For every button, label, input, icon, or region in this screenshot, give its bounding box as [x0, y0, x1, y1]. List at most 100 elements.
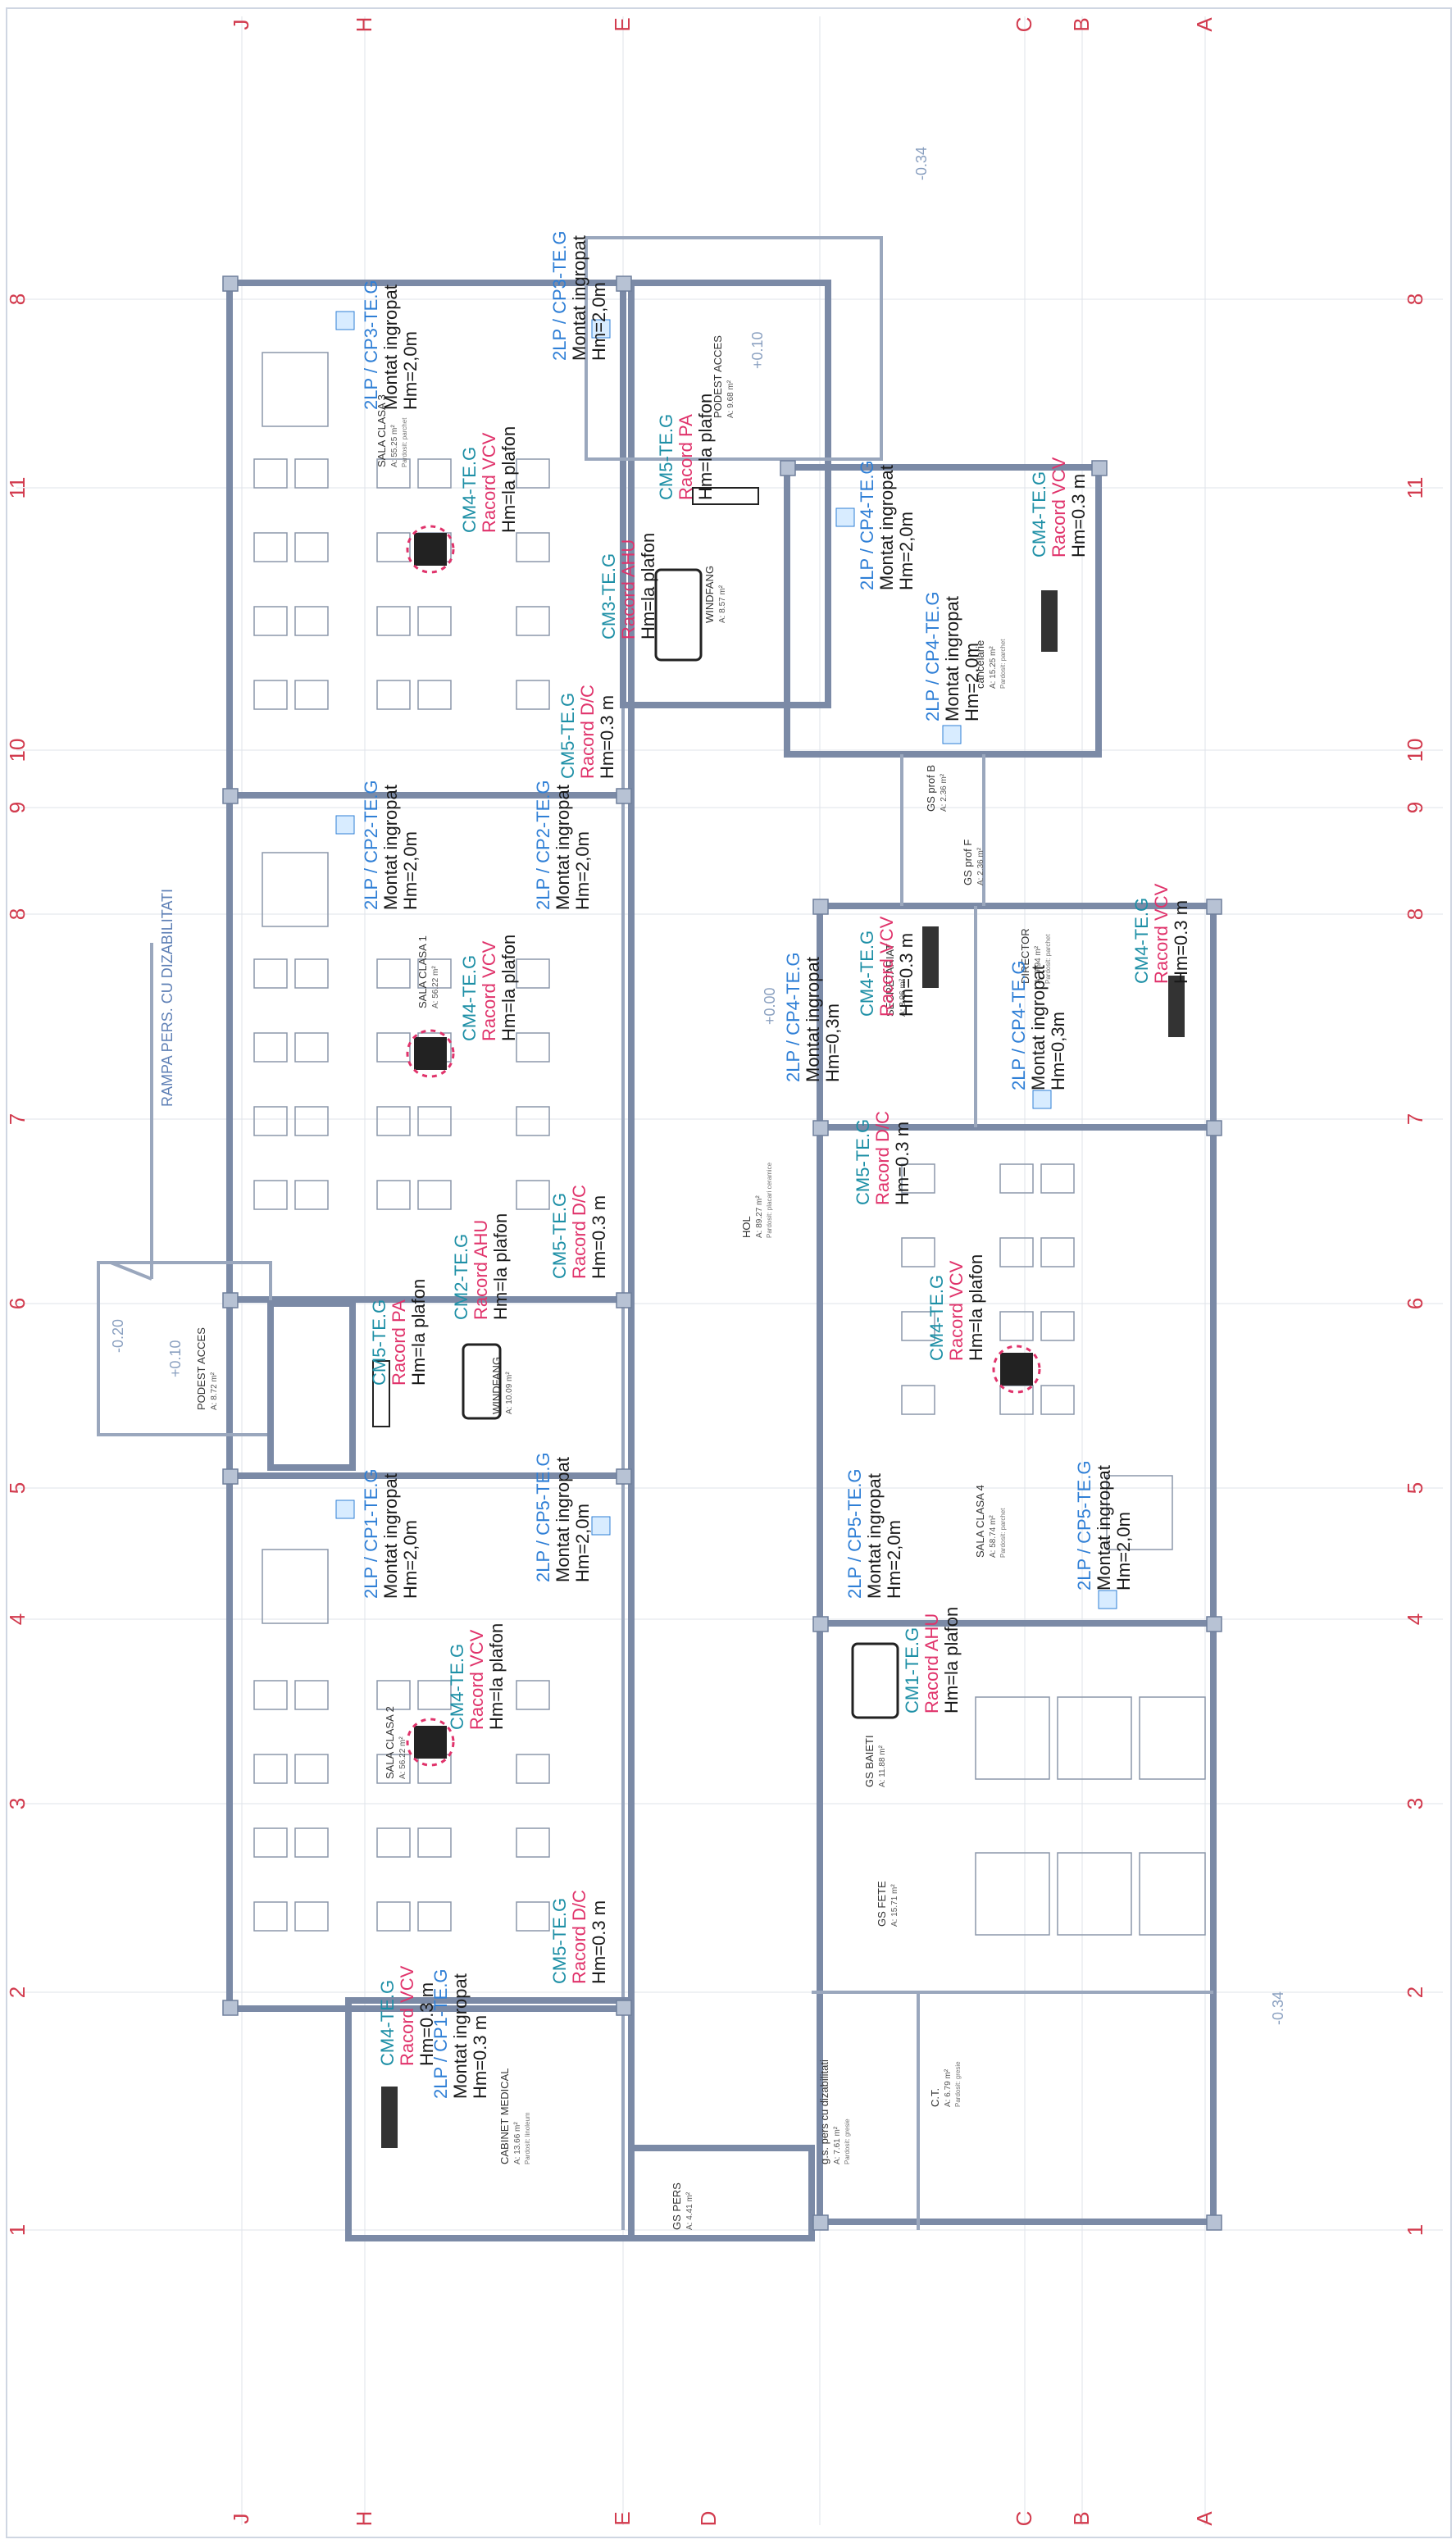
- grid-label-d-bottom: D: [696, 2511, 721, 2527]
- svg-text:CM5-TE.G: CM5-TE.G: [369, 1299, 389, 1386]
- grid-label-j-bottom: J: [229, 2514, 253, 2524]
- grid-label-h-top: H: [352, 17, 376, 33]
- grid-label-e-top: E: [610, 17, 635, 31]
- room-name: WINDFANG: [703, 566, 716, 623]
- grid-label-row-right: 9: [1403, 802, 1427, 813]
- svg-text:Hm=0.3 m: Hm=0.3 m: [589, 1900, 609, 1984]
- device-cp2b: 2LP / CP2-TE.G Montat ingropat Hm=2,0m: [533, 780, 593, 910]
- room-area: A: 55.25 m²: [390, 425, 399, 467]
- device-cm4-s4: CM4-TE.G Racord VCV Hm=la plafon: [926, 1254, 986, 1361]
- room-name: GS FETE: [876, 1881, 888, 1927]
- grid-label-c-bottom: C: [1012, 2511, 1036, 2527]
- device-cp1b: 2LP / CP1-TE.G Montat ingropat Hm=0.3 m: [430, 1968, 490, 2099]
- svg-text:Montat ingropat: Montat ingropat: [380, 1473, 401, 1599]
- svg-text:Hm=0.3 m: Hm=0.3 m: [597, 695, 617, 779]
- room-finish: Pardosit: gresie: [954, 2061, 962, 2107]
- svg-text:2LP / CP5-TE.G: 2LP / CP5-TE.G: [1074, 1460, 1094, 1591]
- vcv-wall-unit-icon: [381, 2087, 398, 2148]
- room-area: A: 2.36 m²: [940, 773, 949, 812]
- device-cm5-s3: CM5-TE.G Racord D/C Hm=0.3 m: [557, 685, 617, 779]
- room-area: A: 4.41 m²: [685, 2191, 694, 2230]
- vcv-wall-unit-icon: [922, 926, 939, 988]
- room-name: GS prof B: [925, 765, 937, 812]
- svg-text:Hm=2,0m: Hm=2,0m: [400, 331, 421, 410]
- grid-label-row-left: 8: [5, 908, 30, 920]
- svg-text:2LP / CP4-TE.G: 2LP / CP4-TE.G: [922, 591, 943, 721]
- room-name: CABINET MEDICAL: [498, 2068, 511, 2164]
- grid-column-labels: J H E C B A J H E D C B A: [229, 17, 1217, 2527]
- svg-text:Hm=2,0m: Hm=2,0m: [589, 282, 609, 361]
- svg-text:Racord VCV: Racord VCV: [946, 1260, 967, 1361]
- svg-text:2LP / CP3-TE.G: 2LP / CP3-TE.G: [361, 280, 381, 410]
- room-name: GS BAIETI: [863, 1735, 876, 1787]
- svg-text:CM4-TE.G: CM4-TE.G: [857, 931, 877, 1017]
- device-cp4d: 2LP / CP4-TE.G Montat ingropat Hm=0,3m: [1008, 960, 1068, 1090]
- grid-row-labels: 8 11 10 9 8 7 6 5 4 3 2 1 8 11 10 9 8 7 …: [5, 294, 1427, 2236]
- device-cm1: CM1-TE.G Racord AHU Hm=la plafon: [902, 1607, 962, 1713]
- svg-text:Hm=la plafon: Hm=la plafon: [498, 935, 519, 1041]
- svg-text:CM4-TE.G: CM4-TE.G: [459, 447, 480, 533]
- room-labels: SALA CLASA 3 A: 55.25 m² Pardosit: parch…: [195, 335, 1052, 2230]
- room-finish: Pardosit: linoleum: [524, 2112, 531, 2164]
- elevation-label: +0.10: [167, 1340, 184, 1377]
- device-cm3: CM3-TE.G Racord AHU Hm=la plafon: [598, 533, 658, 639]
- grid-label-row-left: 2: [5, 1987, 30, 1998]
- device-cm4-s2: CM4-TE.G Racord VCV Hm=la plafon: [447, 1623, 507, 1730]
- svg-text:Hm=2,0m: Hm=2,0m: [400, 831, 421, 910]
- svg-text:Hm=0.3 m: Hm=0.3 m: [892, 1122, 912, 1205]
- grid-label-row-right: 5: [1403, 1482, 1427, 1494]
- grid-label-row-left: 7: [5, 1113, 30, 1125]
- room-finish: Pardosit: parchet: [999, 1508, 1007, 1558]
- device-cm5-s1: CM5-TE.G Racord D/C Hm=0.3 m: [549, 1185, 609, 1279]
- svg-text:Hm=la plafon: Hm=la plafon: [490, 1213, 511, 1320]
- svg-text:2LP / CP2-TE.G: 2LP / CP2-TE.G: [361, 780, 381, 910]
- svg-text:CM5-TE.G: CM5-TE.G: [549, 1898, 570, 1984]
- room-name: SALA CLASA 1: [416, 935, 429, 1008]
- svg-text:Racord VCV: Racord VCV: [1151, 883, 1172, 984]
- room-area: A: 9.68 m²: [726, 380, 735, 418]
- svg-text:Hm=2,0m: Hm=2,0m: [572, 831, 593, 910]
- svg-text:Montat ingropat: Montat ingropat: [1028, 965, 1049, 1090]
- grid-label-row-left: 6: [5, 1298, 30, 1309]
- structural-columns: [222, 275, 1222, 2231]
- elevation-label: -0.34: [1270, 1991, 1286, 2025]
- device-cm4-sec: CM4-TE.G Racord VCV Hm=0.3 m: [857, 916, 917, 1017]
- grid-label-row-left: 1: [5, 2224, 30, 2236]
- svg-text:Hm=0.3 m: Hm=0.3 m: [1068, 474, 1089, 557]
- svg-text:CM5-TE.G: CM5-TE.G: [557, 693, 578, 779]
- svg-text:Hm=0,3m: Hm=0,3m: [822, 1003, 843, 1082]
- svg-text:Racord VCV: Racord VCV: [397, 1965, 417, 2066]
- room-area: A: 11.88 m²: [878, 1745, 887, 1787]
- svg-text:Hm=0.3 m: Hm=0.3 m: [896, 933, 917, 1017]
- vcv-cassette-icon: [992, 1345, 1041, 1394]
- room-finish: Pardosit: parchet: [999, 639, 1007, 689]
- room-name: HOL: [740, 1216, 753, 1238]
- svg-text:Hm=0,3m: Hm=0,3m: [1048, 1012, 1068, 1090]
- svg-text:Hm=2,0m: Hm=2,0m: [400, 1520, 421, 1599]
- grid-label-row-right: 2: [1403, 1987, 1427, 1998]
- svg-text:Hm=0.3 m: Hm=0.3 m: [1171, 900, 1191, 984]
- svg-text:CM5-TE.G: CM5-TE.G: [853, 1119, 873, 1205]
- grid-label-row-left: 9: [5, 802, 30, 813]
- device-cp3b: 2LP / CP3-TE.G Montat ingropat Hm=2,0m: [549, 230, 609, 361]
- grid-label-row-left: 5: [5, 1482, 30, 1494]
- grid-label-row-right: 8: [1403, 908, 1427, 920]
- elevation-label: -0.34: [913, 147, 930, 180]
- elevation-label: +0.10: [749, 331, 766, 369]
- grid-label-row-left: 4: [5, 1613, 30, 1625]
- svg-text:2LP / CP4-TE.G: 2LP / CP4-TE.G: [1008, 960, 1029, 1090]
- svg-text:CM4-TE.G: CM4-TE.G: [926, 1275, 947, 1361]
- svg-text:2LP / CP5-TE.G: 2LP / CP5-TE.G: [844, 1468, 865, 1599]
- grid-label-a-top: A: [1192, 17, 1217, 32]
- svg-text:Montat ingropat: Montat ingropat: [553, 1457, 573, 1582]
- vcv-cassette-icon: [406, 1718, 455, 1767]
- svg-text:Racord D/C: Racord D/C: [569, 1185, 589, 1279]
- device-cm5-pa: CM5-TE.G Racord PA Hm=la plafon: [369, 1279, 429, 1386]
- grid-label-row-right: 6: [1403, 1298, 1427, 1309]
- svg-text:Hm=la plafon: Hm=la plafon: [638, 533, 658, 639]
- grid-label-h-bottom: H: [352, 2511, 376, 2527]
- svg-text:2LP / CP2-TE.G: 2LP / CP2-TE.G: [533, 780, 553, 910]
- svg-text:CM5-TE.G: CM5-TE.G: [549, 1193, 570, 1279]
- vcv-wall-unit-icon: [1168, 976, 1185, 1037]
- grid-label-row-right: 7: [1403, 1113, 1427, 1125]
